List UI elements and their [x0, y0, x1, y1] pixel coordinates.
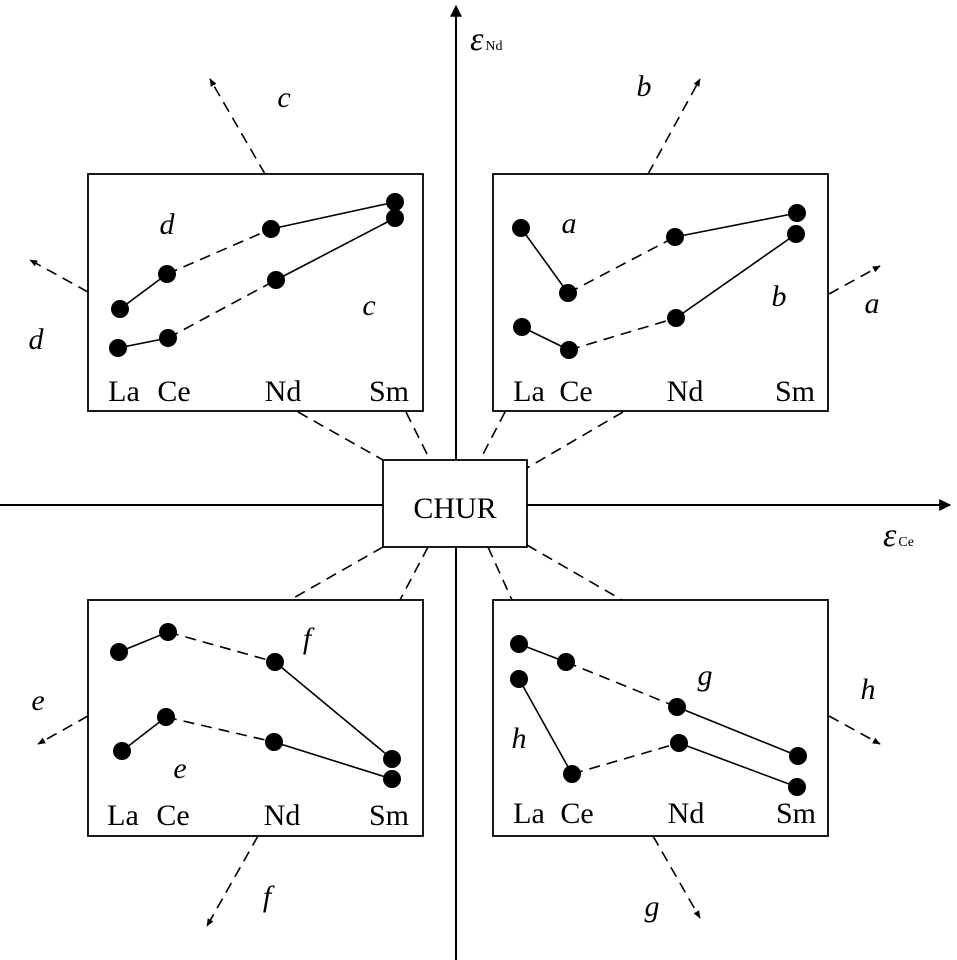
arrow-label-c: c [277, 81, 290, 114]
element-label-sm: Sm [369, 799, 409, 832]
panel-bottom-right: g h La Ce Nd Sm [492, 599, 829, 837]
connectors [289, 411, 624, 601]
element-label-nd: Nd [264, 799, 301, 832]
element-label-ce: Ce [560, 797, 593, 830]
arrow-label-d: d [29, 323, 45, 356]
arrow-f [206, 835, 259, 927]
element-label-la: La [108, 375, 140, 408]
pattern-label-h: h [512, 722, 527, 755]
panel-top-right: a b La Ce Nd Sm [492, 173, 829, 412]
arrow-e [37, 715, 89, 745]
element-label-nd: Nd [667, 375, 704, 408]
pattern-label-a: a [562, 207, 577, 240]
element-label-sm: Sm [775, 375, 815, 408]
arrow-label-h: h [861, 673, 876, 706]
arrow-label-e: e [31, 684, 44, 717]
element-label-ce: Ce [157, 375, 190, 408]
pattern-label-e: e [173, 752, 186, 785]
element-label-la: La [513, 797, 545, 830]
element-label-la: La [513, 375, 545, 408]
element-label-nd: Nd [668, 797, 705, 830]
arrow-b [647, 78, 701, 175]
arrow-d [29, 259, 89, 293]
element-label-sm: Sm [776, 797, 816, 830]
element-label-nd: Nd [265, 375, 302, 408]
arrow-label-g: g [645, 890, 660, 923]
element-label-ce: Ce [156, 799, 189, 832]
panel-bottom-left: f e La Ce Nd Sm [87, 599, 424, 837]
panel-top-left: d c La Ce Nd Sm [87, 173, 424, 412]
arrow-g [652, 835, 701, 919]
chur-box: CHUR [382, 459, 528, 548]
arrow-label-a: a [865, 287, 880, 320]
pattern-label-g: g [698, 659, 713, 692]
arrow-labels: c d b a e f h g [29, 70, 880, 923]
arrow-h [828, 715, 881, 745]
chur-label: CHUR [413, 492, 496, 525]
pattern-label-c: c [362, 289, 375, 322]
arrow-label-f: f [263, 880, 275, 913]
element-label-sm: Sm [369, 375, 409, 408]
pattern-label-d: d [160, 208, 176, 241]
arrow-c [209, 78, 266, 175]
element-label-la: La [107, 799, 139, 832]
arrow-a [828, 265, 881, 295]
pattern-label-b: b [772, 280, 787, 313]
arrow-label-b: b [637, 70, 652, 103]
element-label-ce: Ce [559, 375, 592, 408]
direction-arrows [29, 78, 881, 927]
